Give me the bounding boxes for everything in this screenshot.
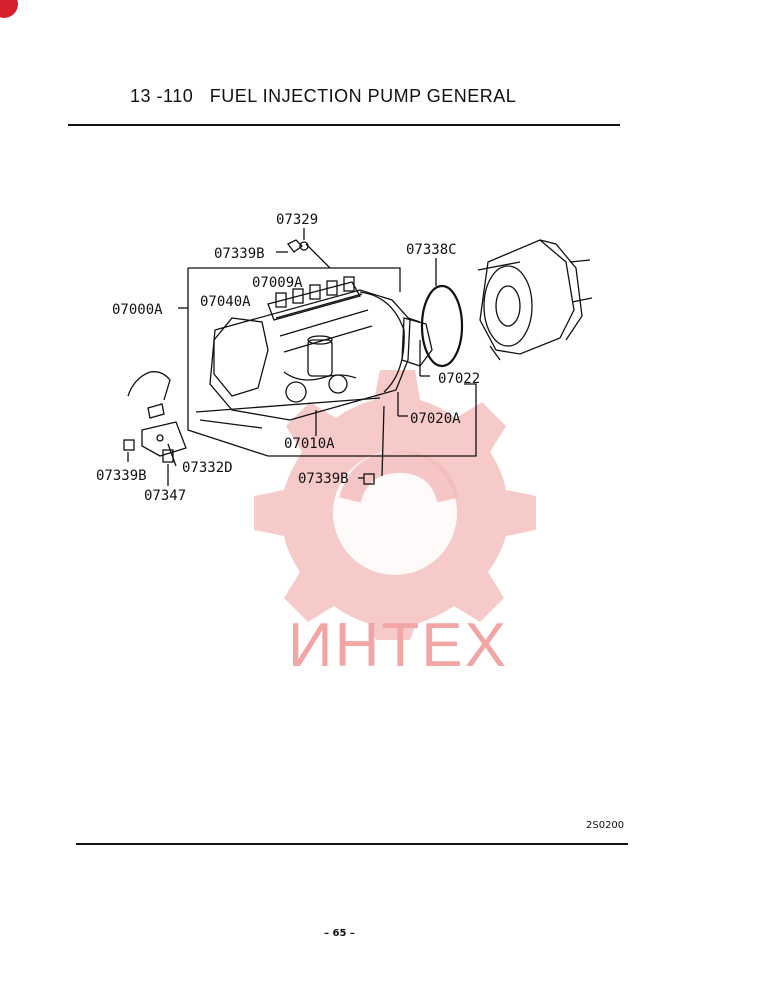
watermark-gear-icon bbox=[254, 370, 536, 640]
part-label: 07339B bbox=[96, 468, 147, 484]
part-label: 07010A bbox=[284, 436, 335, 452]
part-label: 07000A bbox=[112, 302, 163, 318]
part-label: 07040A bbox=[200, 294, 251, 310]
part-label: 07339B bbox=[214, 246, 265, 262]
section-title: FUEL INJECTION PUMP GENERAL bbox=[209, 86, 517, 106]
watermark-text: ИНТЕХ bbox=[288, 611, 508, 680]
part-label: 07347 bbox=[144, 488, 186, 504]
part-label: 07009A bbox=[252, 275, 303, 291]
page-number: – 65 – bbox=[324, 928, 355, 939]
page-title: 13 -110 FUEL INJECTION PUMP GENERAL bbox=[130, 86, 516, 107]
section-number: 13 -110 bbox=[130, 86, 194, 106]
drawing-code: 2S0200 bbox=[586, 820, 625, 831]
corner-badge bbox=[0, 0, 18, 18]
part-label: 07020A bbox=[410, 411, 461, 427]
part-label: 07339B bbox=[298, 471, 349, 487]
part-label: 07329 bbox=[276, 212, 318, 228]
bottom-rule bbox=[76, 843, 628, 845]
part-label: 07338C bbox=[406, 242, 457, 258]
part-label: 07022 bbox=[438, 371, 480, 387]
top-rule bbox=[68, 124, 620, 126]
part-label: 07332D bbox=[182, 460, 233, 476]
